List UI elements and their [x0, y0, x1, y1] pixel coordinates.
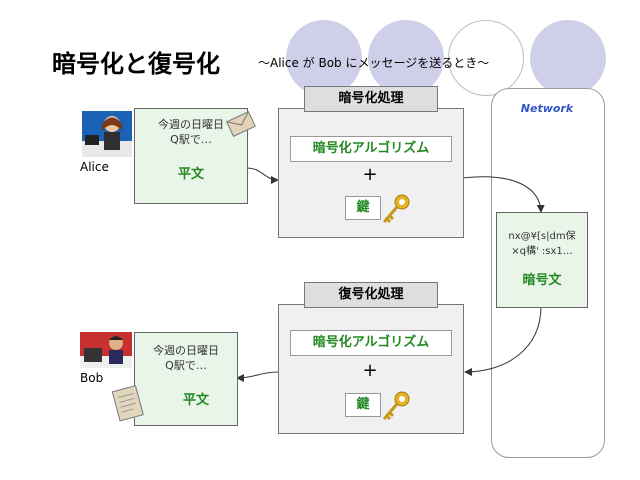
encrypt-algorithm: 暗号化アルゴリズム	[290, 136, 452, 162]
cipher-label: 暗号文	[522, 273, 562, 288]
alice-doc-line1: 今週の日曜日	[158, 118, 224, 131]
bob-doc-line1: 今週の日曜日	[153, 344, 219, 357]
ciphertext-doc: nx@¥[s|dm保 ×q構' :sx1… 暗号文	[496, 212, 588, 308]
decor-circle	[286, 20, 362, 96]
decor-circle	[448, 20, 524, 96]
alice-doc-line2: Q駅で…	[170, 133, 212, 146]
network-label: Network	[520, 102, 574, 115]
page-subtitle: ～Alice が Bob にメッセージを送るとき～	[258, 56, 490, 70]
encrypt-key-label: 鍵	[345, 196, 381, 220]
decrypt-key-label: 鍵	[345, 393, 381, 417]
cipher-line2: ×q構' :sx1…	[511, 246, 573, 257]
encrypt-plus: +	[362, 164, 378, 185]
cipher-line1: nx@¥[s|dm保	[508, 231, 576, 242]
bob-doc-label: 平文	[182, 393, 209, 408]
envelope-icon	[226, 110, 256, 142]
arrow-alice-to-encrypt	[246, 167, 279, 184]
decrypt-plus: +	[362, 360, 378, 381]
decor-circle	[530, 20, 606, 96]
arrow-encrypt-to-network	[461, 176, 545, 213]
bob-doc-line2: Q駅で…	[165, 359, 207, 372]
encrypt-process-title: 暗号化処理	[304, 86, 438, 112]
alice-doc-label: 平文	[177, 167, 204, 182]
page-title: 暗号化と復号化	[52, 50, 220, 78]
alice-person-icon	[82, 111, 132, 157]
bob-plaintext-doc: 今週の日曜日 Q駅で… 平文	[134, 332, 238, 426]
decrypt-process-title: 復号化処理	[304, 282, 438, 308]
decrypt-algorithm: 暗号化アルゴリズム	[290, 330, 452, 356]
letter-icon	[110, 384, 148, 428]
arrow-decrypt-to-bob	[236, 371, 279, 382]
key-icon	[378, 389, 414, 429]
alice-name: Alice	[80, 160, 109, 174]
bob-name: Bob	[80, 371, 104, 385]
decor-circle	[368, 20, 444, 96]
bob-person-icon	[80, 332, 132, 368]
arrow-network-to-decrypt	[464, 305, 542, 376]
key-icon	[378, 192, 414, 232]
